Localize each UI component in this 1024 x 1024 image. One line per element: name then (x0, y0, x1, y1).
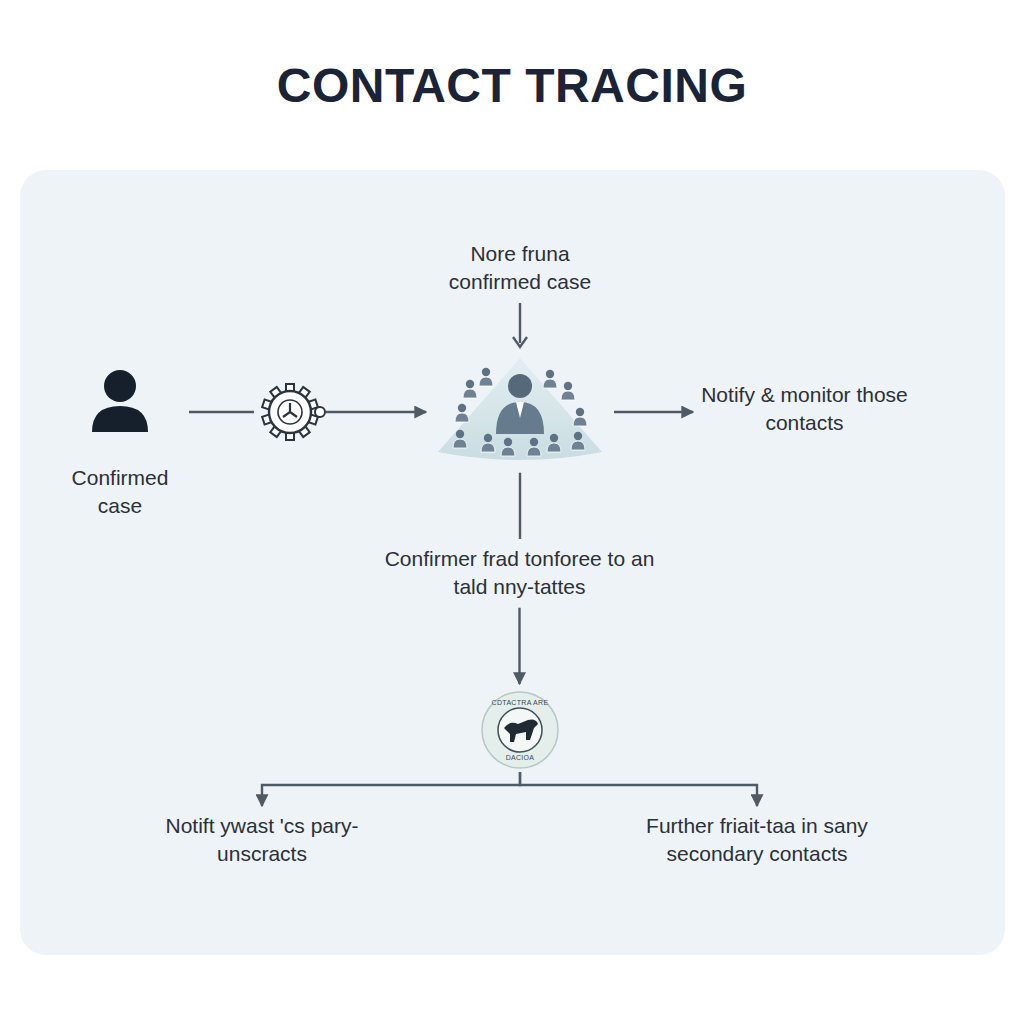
node-label: Further friait-taa in sany secondary con… (626, 812, 888, 869)
gear-icon (254, 376, 326, 448)
connector-arrow (520, 772, 757, 806)
connector-arrow (262, 772, 520, 806)
down-arrow (505, 297, 535, 352)
node-label: Confirmed case (55, 464, 185, 521)
person-node: Confirmed case (55, 368, 185, 521)
connector-arrow (518, 608, 520, 684)
text-node: Further friait-taa in sany secondary con… (626, 812, 888, 869)
text-node: Confirmer frad tonforee to an tald nny-t… (372, 545, 667, 602)
contacts-group-node: Nore fruna confirmed case (430, 240, 610, 467)
title: CONTACT TRACING (0, 58, 1024, 113)
badge-node: CDTACTRA ARE DACIOA (480, 690, 560, 770)
text-node: Notify & monitor those contacts (697, 381, 912, 438)
text-node: Notift ywast 'cs pary- unscracts (142, 812, 382, 869)
connector-arrow (614, 411, 693, 413)
node-label: DACIOA (480, 754, 560, 761)
node-label: Confirmer frad tonforee to an tald nny-t… (372, 545, 667, 602)
connector-arrow (519, 473, 521, 539)
contacts-group-icon (430, 352, 610, 467)
person-icon (88, 368, 152, 434)
node-label: Notify & monitor those contacts (697, 381, 912, 438)
node-label: Nore fruna confirmed case (430, 240, 610, 297)
node-label: Notift ywast 'cs pary- unscracts (142, 812, 382, 869)
node-label: CDTACTRA ARE (480, 699, 560, 706)
